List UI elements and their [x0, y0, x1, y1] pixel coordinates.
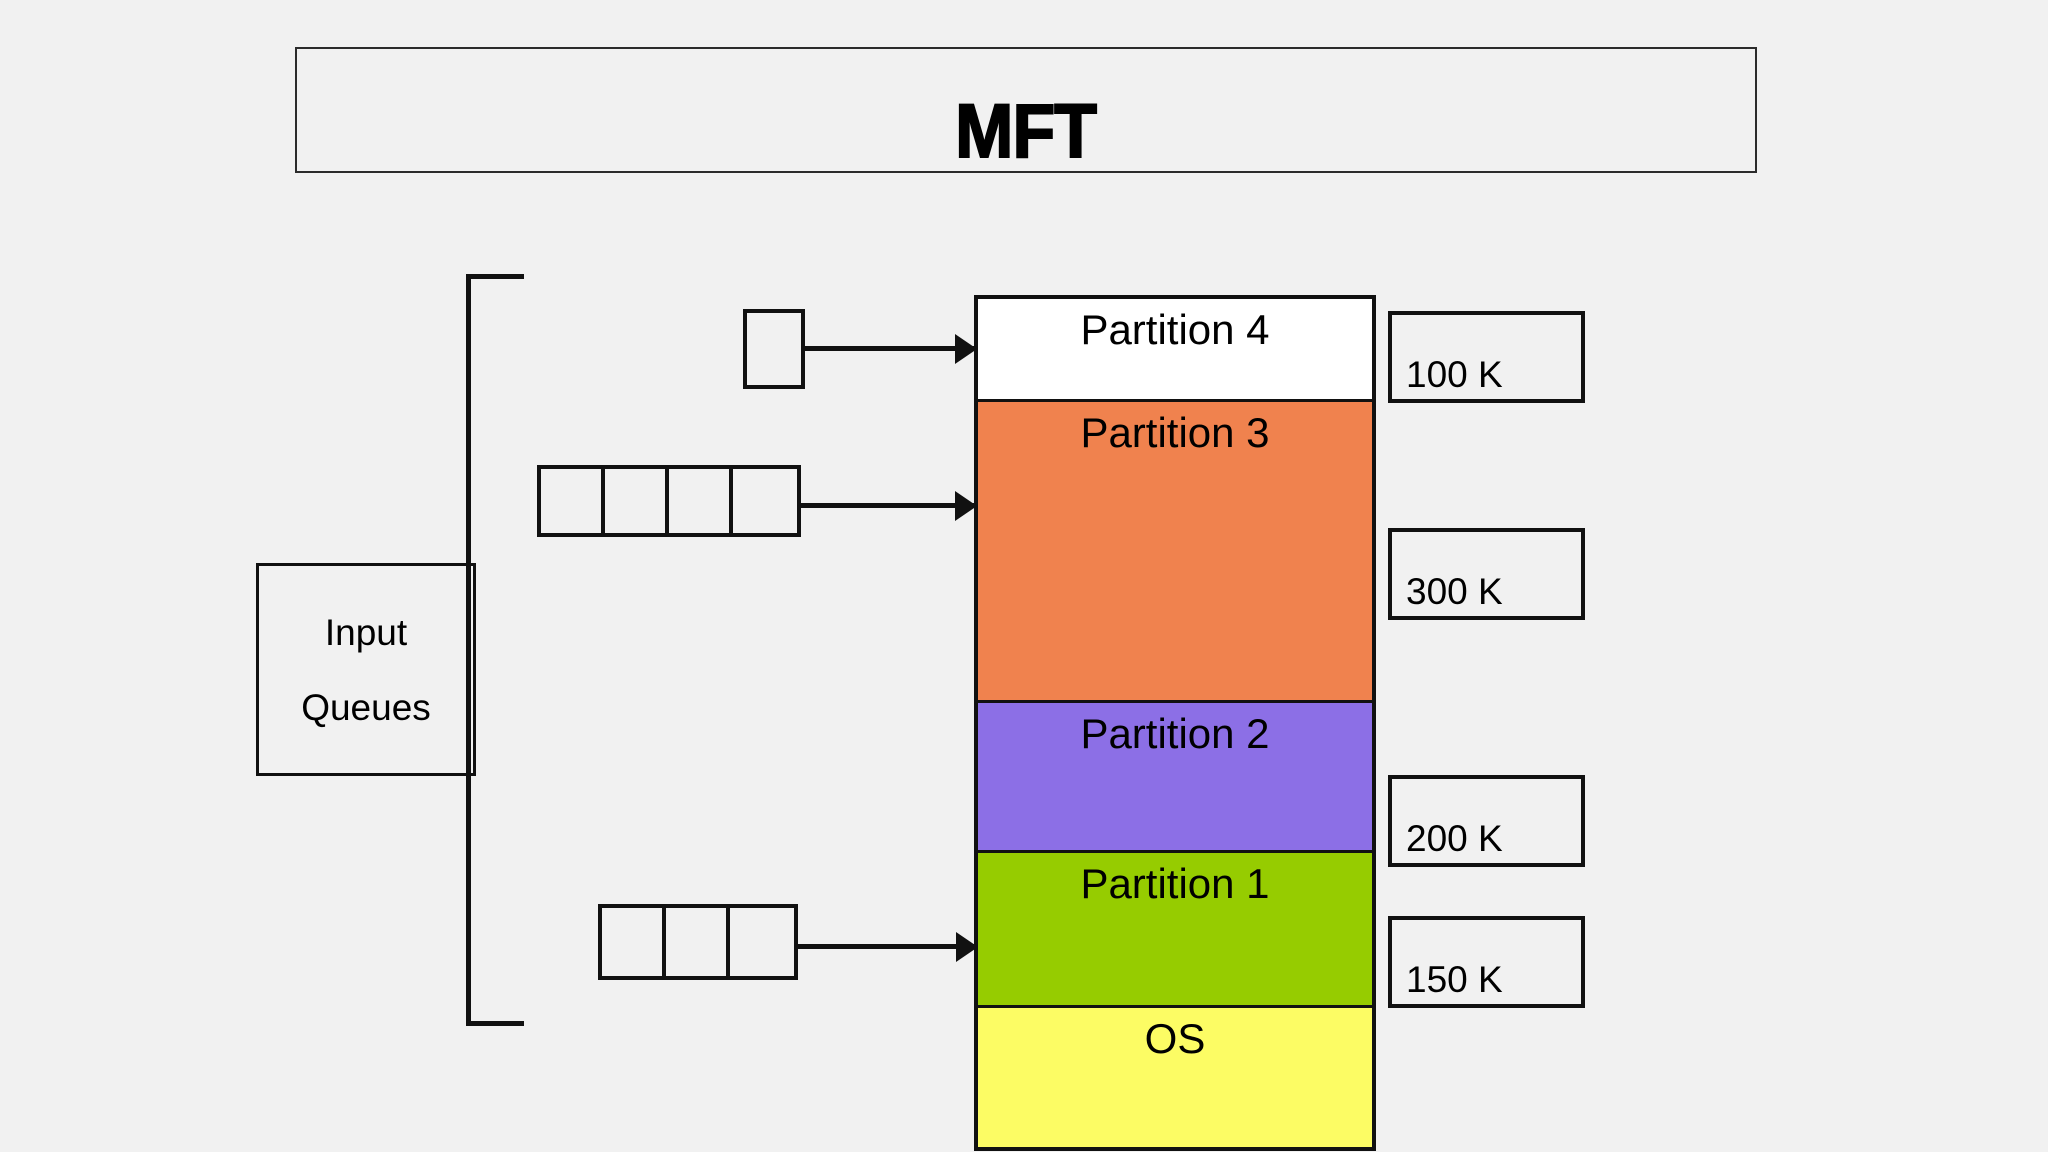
- queue-cell: [729, 908, 794, 976]
- queue-cell: [541, 469, 605, 533]
- size-value: 150 K: [1406, 959, 1503, 1000]
- size-label-partition-4: 100 K: [1388, 311, 1585, 403]
- title-banner: MFT: [295, 47, 1757, 173]
- size-value: 300 K: [1406, 571, 1503, 612]
- queue-cell: [602, 908, 666, 976]
- memory-block-partition-1: Partition 1: [978, 853, 1372, 1008]
- queue-cell: [733, 469, 797, 533]
- memory-block-label: OS: [1144, 1015, 1206, 1062]
- queue-cell: [605, 469, 669, 533]
- bracket-tick-bottom: [466, 1021, 524, 1026]
- page-title: MFT: [955, 89, 1099, 175]
- input-queues-label-line2: Queues: [301, 686, 431, 728]
- arrow-to-partition-3: [801, 503, 975, 508]
- memory-block-label: Partition 4: [1080, 306, 1270, 353]
- memory-block-partition-2: Partition 2: [978, 703, 1372, 853]
- size-label-partition-3: 300 K: [1388, 528, 1585, 620]
- memory-block-partition-3: Partition 3: [978, 402, 1372, 703]
- size-value: 200 K: [1406, 818, 1503, 859]
- queue-cell: [665, 908, 730, 976]
- bracket-tick-top: [466, 274, 524, 279]
- input-queues-label-box: Input Queues: [256, 563, 476, 776]
- memory-block-os: OS: [978, 1008, 1372, 1147]
- queue-partition-3: [537, 465, 801, 537]
- size-value: 100 K: [1406, 354, 1503, 395]
- size-label-partition-1: 150 K: [1388, 916, 1585, 1008]
- bracket-stem: [466, 274, 471, 1026]
- size-label-partition-2: 200 K: [1388, 775, 1585, 867]
- memory-block-label: Partition 1: [1080, 860, 1270, 907]
- input-queues-label-line1: Input: [324, 611, 408, 653]
- input-queues-bracket: [466, 274, 530, 1026]
- memory-block-label: Partition 2: [1080, 710, 1270, 757]
- arrow-to-partition-4: [805, 346, 975, 351]
- memory-block-label: Partition 3: [1080, 409, 1270, 456]
- memory-block-partition-4: Partition 4: [978, 299, 1372, 402]
- queue-cell: [747, 313, 801, 385]
- queue-partition-4: [743, 309, 805, 389]
- queue-partition-1: [598, 904, 798, 980]
- arrow-to-partition-1: [798, 944, 976, 949]
- queue-cell: [669, 469, 733, 533]
- memory-column: Partition 4 Partition 3 Partition 2 Part…: [974, 295, 1376, 1151]
